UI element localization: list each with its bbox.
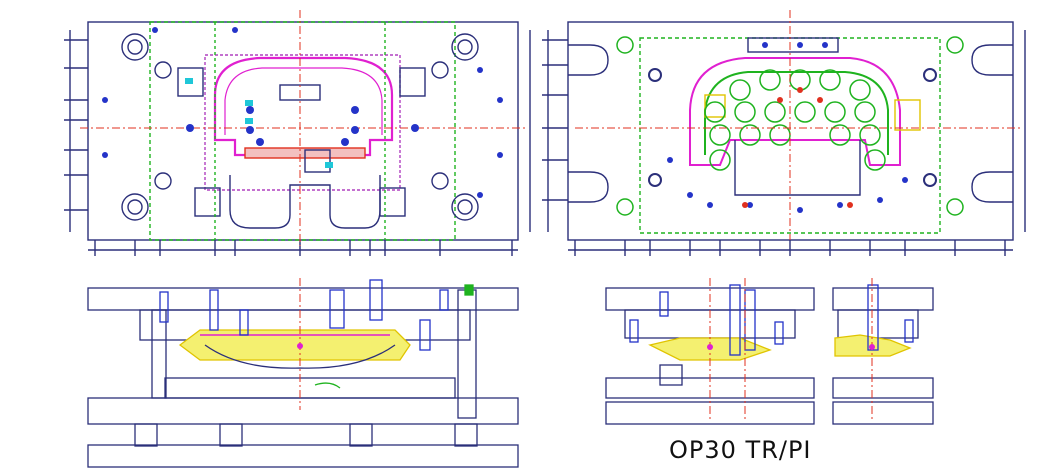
- operation-caption: OP30 TR/PI: [669, 436, 812, 464]
- plan-view-left: [64, 10, 531, 256]
- section-view-middle: [605, 278, 815, 425]
- bottom-plate: [87, 397, 519, 425]
- plan-view-right: [542, 10, 1026, 256]
- top-plate: [87, 287, 519, 311]
- section-view-left: [87, 278, 519, 468]
- section-view-right: [832, 278, 934, 425]
